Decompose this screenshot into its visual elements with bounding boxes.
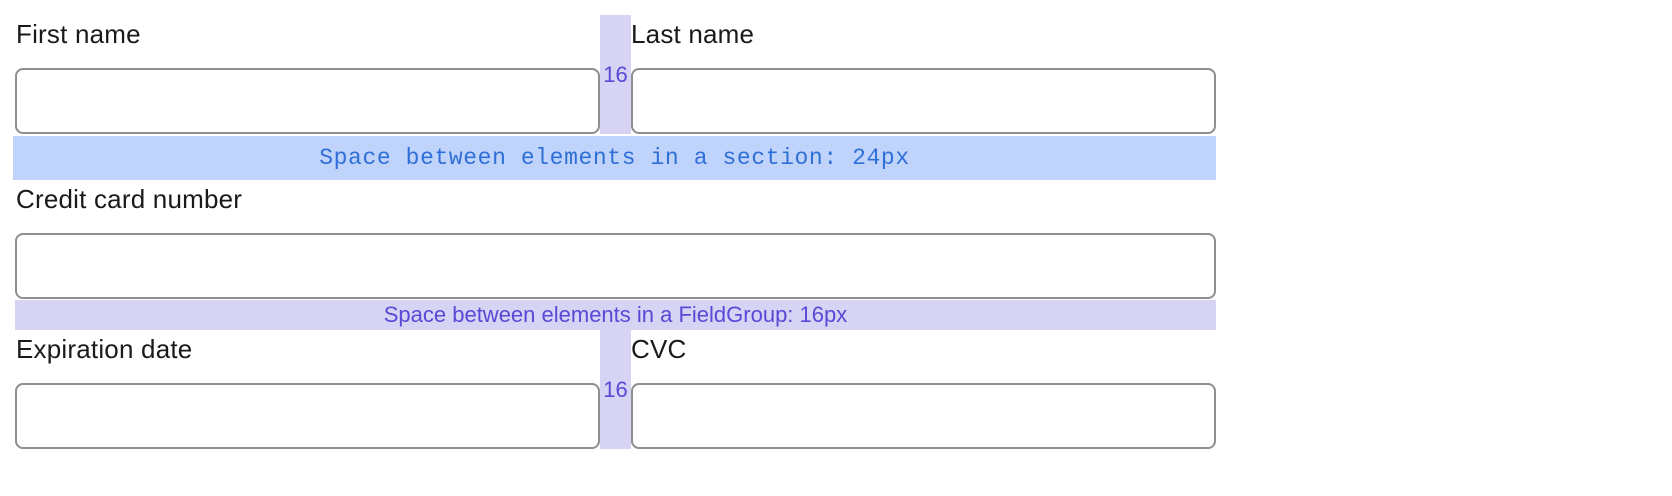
- credit-card-input[interactable]: [15, 233, 1216, 299]
- cvc-input[interactable]: [631, 383, 1216, 449]
- fieldgroup-spacing-indicator: Space between elements in a FieldGroup: …: [15, 300, 1216, 330]
- cvc-label: CVC: [631, 334, 687, 364]
- credit-card-label: Credit card number: [16, 184, 243, 214]
- first-name-label: First name: [16, 19, 141, 49]
- horizontal-gap-indicator-top: 16: [600, 15, 631, 134]
- gap-value-label: 16: [603, 62, 628, 87]
- expiration-date-label: Expiration date: [16, 334, 193, 364]
- last-name-input[interactable]: [631, 68, 1216, 134]
- first-name-input[interactable]: [15, 68, 600, 134]
- last-name-label: Last name: [631, 19, 755, 49]
- expiration-date-input[interactable]: [15, 383, 600, 449]
- gap-value-label: 16: [603, 377, 628, 402]
- section-spacing-indicator: Space between elements in a section: 24p…: [13, 136, 1216, 180]
- horizontal-gap-indicator-bottom: 16: [600, 330, 631, 449]
